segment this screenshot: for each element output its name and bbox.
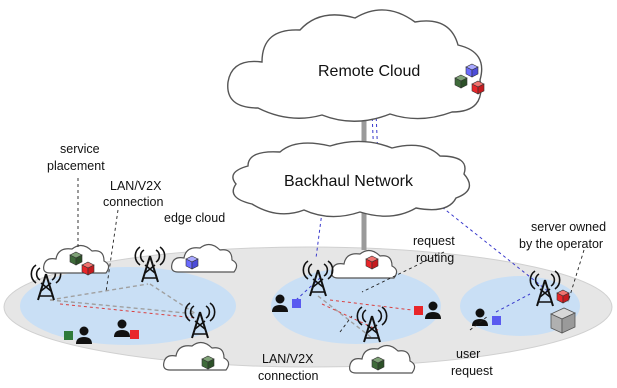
- left-user-square-red: [130, 330, 139, 339]
- left-user-square-green: [64, 331, 73, 340]
- left-bottom-cube-green: [201, 355, 215, 370]
- label-request-routing-2: routing: [416, 251, 454, 265]
- remote-cloud-label: Remote Cloud: [318, 63, 420, 80]
- left-cube-green: [69, 251, 83, 266]
- label-lan-top-2: connection: [103, 195, 164, 209]
- label-user-request-2: request: [451, 364, 493, 378]
- label-edge-cloud: edge cloud: [164, 211, 225, 225]
- region-left: [20, 267, 236, 345]
- right-user-square-blue: [492, 316, 501, 325]
- remote-cube-green: [454, 74, 468, 89]
- label-lan-bottom-2: connection: [258, 369, 319, 383]
- remote-cube-red: [471, 80, 485, 95]
- backhaul-cloud-label: Backhaul Network: [284, 173, 414, 190]
- middle-cube-green: [371, 356, 385, 371]
- left-cube-red: [81, 261, 95, 276]
- label-service-placement-2: placement: [47, 159, 105, 173]
- middle-red-link-1: [329, 299, 413, 311]
- operator-server-icon: [550, 307, 576, 334]
- left-cube-blue: [185, 255, 199, 270]
- right-cube-red: [556, 289, 570, 304]
- middle-user-square-blue: [292, 299, 301, 308]
- label-server-owned-2: by the operator: [519, 237, 603, 251]
- middle-lan-links: [317, 295, 373, 339]
- label-service-placement-1: service: [60, 142, 100, 156]
- label-user-request-1: user: [456, 347, 480, 361]
- left-red-link: [59, 303, 197, 319]
- region-right: [460, 276, 580, 336]
- callout-lines: [77, 178, 585, 333]
- label-lan-bottom-1: LAN/V2X: [262, 352, 314, 366]
- label-lan-top-1: LAN/V2X: [110, 179, 162, 193]
- backhaul-cloud: [232, 140, 471, 218]
- remote-cube-blue: [465, 63, 479, 78]
- label-server-owned-1: server owned: [531, 220, 606, 234]
- middle-cube-red: [365, 255, 379, 270]
- remote-cloud: [227, 9, 483, 122]
- left-lan-links: [49, 283, 197, 315]
- label-request-routing-1: request: [413, 234, 455, 248]
- middle-user-square-red: [414, 306, 423, 315]
- middle-red-link-2: [321, 303, 379, 331]
